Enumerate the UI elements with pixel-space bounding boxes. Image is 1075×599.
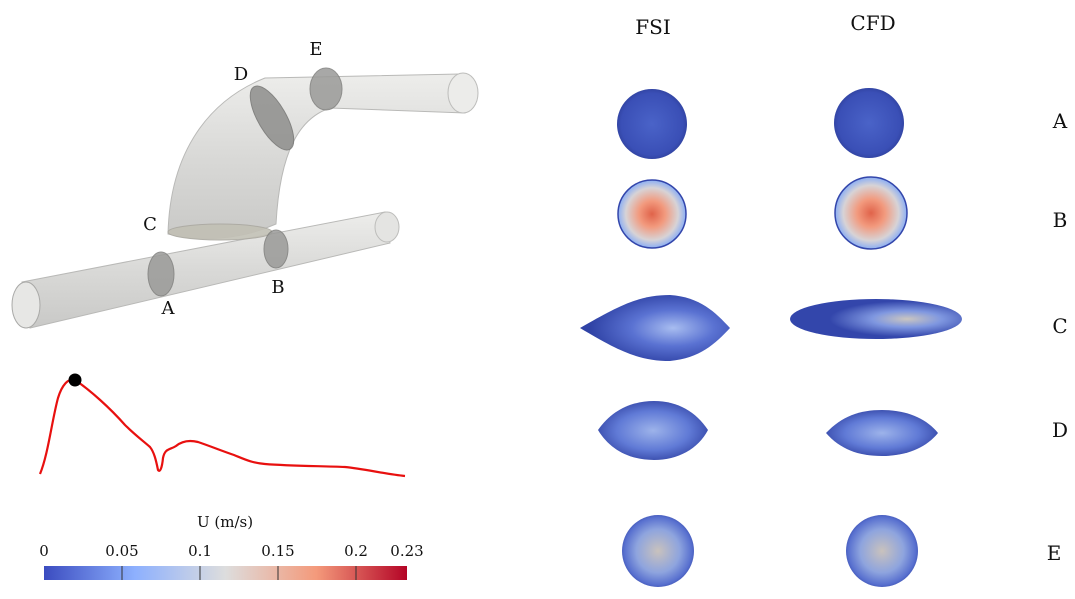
section-d-cfd — [826, 410, 938, 456]
row-label-c: C — [1052, 314, 1067, 338]
colorbar-tick-5: 0.23 — [390, 542, 423, 560]
plane-e — [309, 67, 343, 111]
plane-a — [147, 251, 175, 297]
label-geom-b: B — [271, 277, 284, 298]
inflow-waveform — [38, 373, 406, 478]
waveform-line — [38, 378, 406, 478]
colorbar-title: U (m/s) — [197, 513, 253, 531]
colorbar-tick-1: 0.05 — [105, 542, 138, 560]
label-geom-e: E — [309, 39, 322, 60]
peak-marker — [68, 373, 82, 387]
label-geom-a: A — [161, 298, 176, 319]
colorbar-tick-3: 0.15 — [261, 542, 294, 560]
plane-d — [249, 85, 295, 151]
row-label-e: E — [1047, 541, 1062, 565]
vessel-geometry — [11, 67, 479, 329]
label-geom-d: D — [234, 64, 248, 85]
column-header-cfd: CFD — [850, 11, 895, 35]
row-label-d: D — [1052, 418, 1068, 442]
section-b-cfd — [834, 176, 908, 250]
section-c-fsi — [580, 295, 730, 361]
section-b-fsi — [617, 179, 687, 249]
colorbar-gradient — [44, 566, 407, 580]
colorbar: U (m/s) 0 0.05 0.1 0.15 0.2 0.23 — [39, 513, 424, 580]
section-e-cfd — [846, 515, 918, 587]
section-a-fsi — [617, 89, 687, 159]
colorbar-tick-4: 0.2 — [344, 542, 368, 560]
label-geom-c: C — [143, 214, 157, 235]
section-d-fsi — [598, 401, 708, 460]
row-label-a: A — [1052, 109, 1068, 133]
plane-b — [263, 229, 289, 269]
section-c-cfd — [790, 299, 962, 339]
colorbar-tick-0: 0 — [39, 542, 49, 560]
section-a-cfd — [834, 88, 904, 158]
row-label-b: B — [1053, 208, 1068, 232]
colorbar-tick-2: 0.1 — [188, 542, 212, 560]
column-header-fsi: FSI — [635, 15, 670, 39]
section-e-fsi — [622, 515, 694, 587]
